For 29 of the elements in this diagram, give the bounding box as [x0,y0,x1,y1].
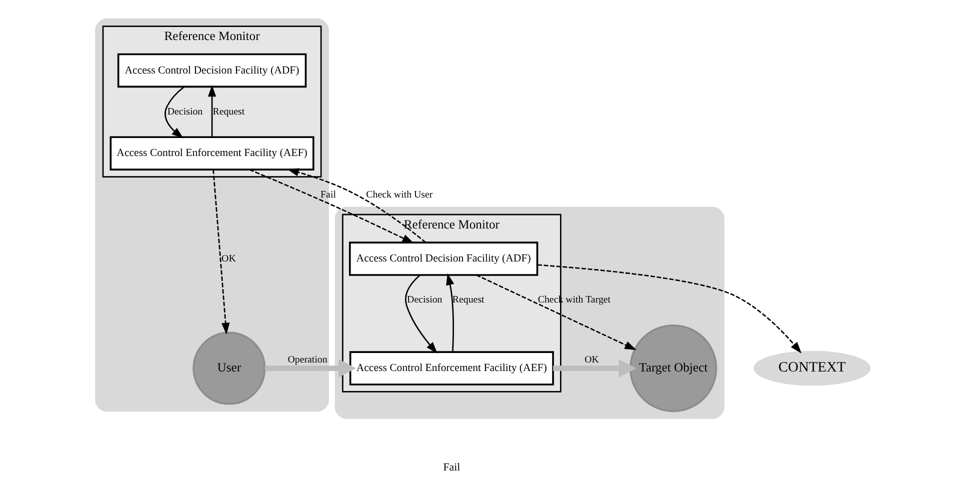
node-circle: User [192,332,266,405]
edge-label: Operation [288,354,328,366]
edge-label: OK [584,354,599,366]
arrow [249,169,414,244]
edge-label: Fail [320,189,336,200]
node-box: Access Control Enforcement Facility (AEF) [110,136,314,170]
edge-label: OK [222,253,236,264]
node-box: Access Control Decision Facility (ADF) [348,242,538,276]
edge-label: Check with User [366,189,433,200]
cluster [334,206,724,419]
arrow [405,274,438,354]
edge-label: Decision [167,106,203,118]
edge-label: Decision [407,294,442,306]
arrow [446,273,454,352]
label: Fail [443,462,460,474]
node-ellipse: CONTEXT [754,350,870,386]
arrow [264,359,356,378]
node-circle: Target Object [630,324,718,412]
edge-label: Request [212,106,245,118]
node-box: Access Control Decision Facility (ADF) [117,53,307,88]
arrow [537,264,802,354]
arrow [553,359,636,378]
arrow [287,168,426,243]
arrow [212,170,230,335]
edge-label: Request [452,294,484,306]
arrow [164,86,185,138]
arrow [208,84,216,137]
arrow [476,274,636,350]
node-box: Access Control Enforcement Facility (AEF) [349,351,554,386]
